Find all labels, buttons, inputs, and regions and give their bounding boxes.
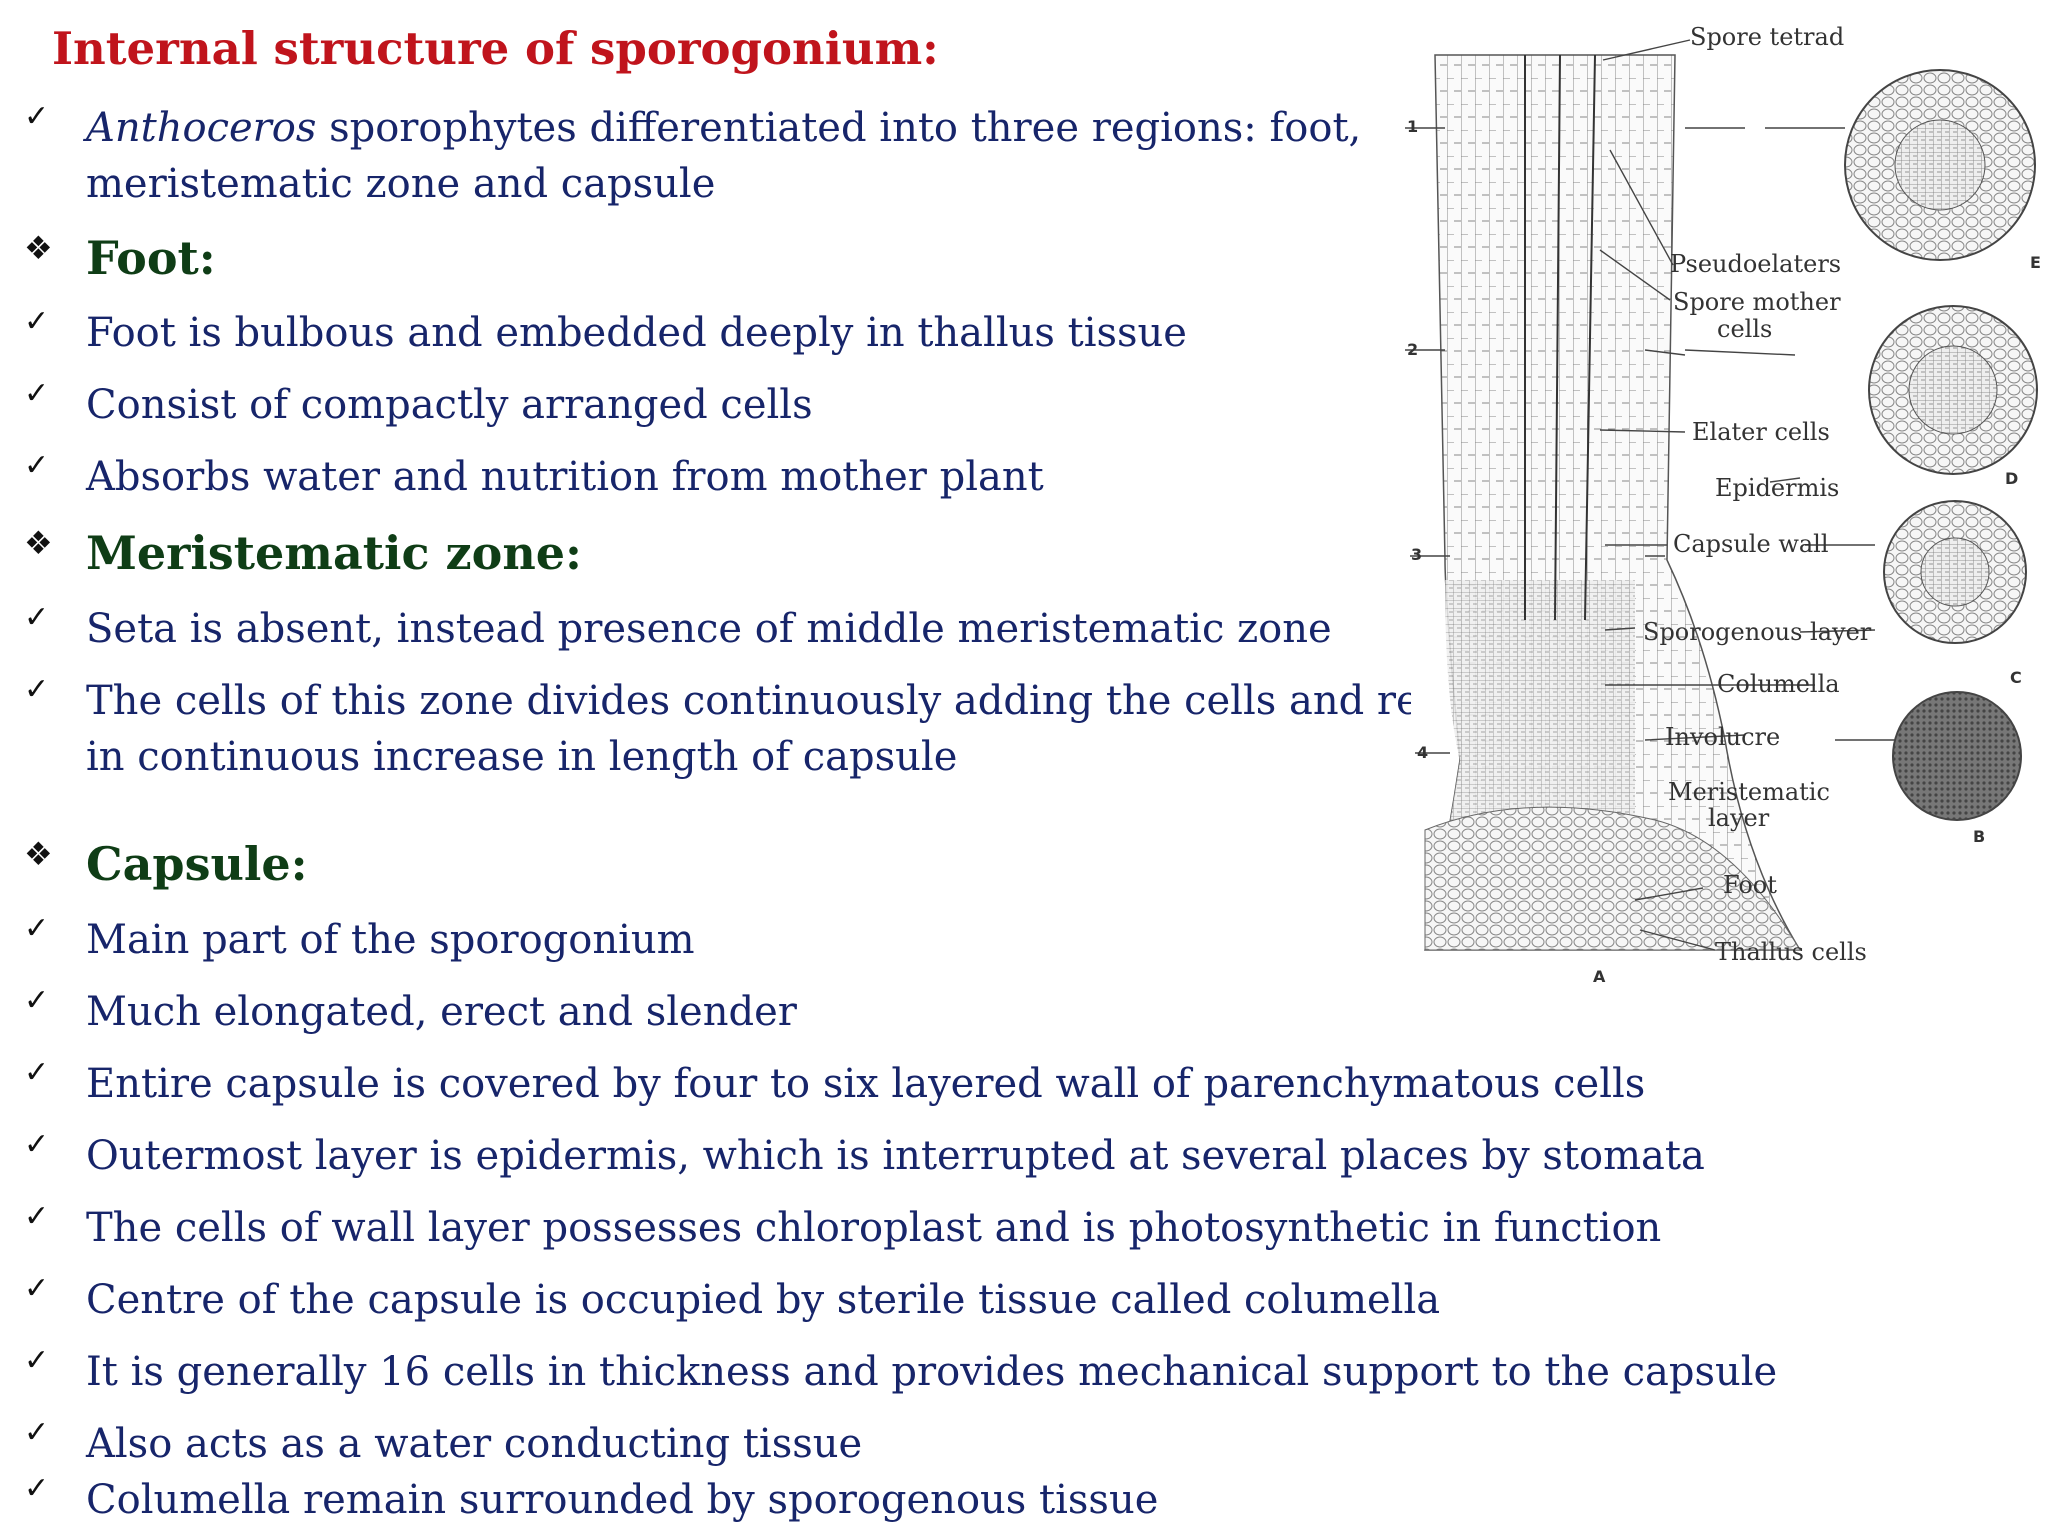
label-pseudoelaters: Pseudoelaters [1670, 250, 1841, 278]
check-icon: ✓ [24, 600, 50, 635]
list-item: ✓ Much elongated, erect and slender [24, 984, 797, 1040]
label-epidermis: Epidermis [1715, 474, 1839, 502]
list-item: ✓ The cells of this zone divides continu… [24, 673, 1411, 785]
check-icon: ✓ [24, 911, 50, 946]
level-number-2: 2 [1407, 340, 1418, 359]
list-item: ✓ Outermost layer is epidermis, which is… [24, 1128, 1705, 1184]
page-title: Internal structure of sporogonium: [52, 22, 939, 75]
label-columella: Columella [1717, 670, 1840, 698]
diamond-bullet-icon: ❖ [24, 524, 53, 562]
check-icon: ✓ [24, 672, 50, 707]
panel-letter-c: C [2010, 668, 2022, 687]
list-item: ✓ Main part of the sporogonium [24, 912, 695, 968]
heading-foot: Foot: [86, 231, 216, 285]
check-icon: ✓ [24, 1055, 50, 1090]
list-item-text: The cells of wall layer possesses chloro… [86, 1205, 1662, 1251]
list-item-clip: The cells of this zone divides continuou… [86, 673, 1411, 785]
panel-letter-a: A [1593, 967, 1606, 986]
section-heading-capsule: ❖ Capsule: [24, 836, 308, 892]
list-item-text: Much elongated, erect and slender [86, 989, 797, 1035]
intro-line-1: sporophytes differentiated into three re… [316, 105, 1362, 151]
list-item-text: Foot is bulbous and embedded deeply in t… [86, 310, 1187, 356]
check-icon: ✓ [24, 1199, 50, 1234]
list-item-text: The cells of this zone divides continuou… [86, 673, 1411, 785]
sporogonium-diagram: Spore tetrad Pseudoelaters Spore mother … [1405, 23, 2041, 986]
check-icon: ✓ [24, 448, 50, 483]
list-item-text: Entire capsule is covered by four to six… [86, 1061, 1646, 1107]
list-item-line-1: The cells of this zone divides continuou… [86, 678, 1411, 724]
intro-line-2: meristematic zone and capsule [86, 161, 716, 207]
list-item: ✓ The cells of wall layer possesses chlo… [24, 1200, 1661, 1256]
cross-section-e [1844, 69, 2036, 261]
cross-section-b [1892, 691, 2022, 821]
list-item: ✓ Entire capsule is covered by four to s… [24, 1056, 1645, 1112]
list-item-line-2: in continuous increase in length of caps… [86, 734, 958, 780]
intro-item: ✓ Anthoceros sporophytes differentiated … [24, 100, 1361, 212]
check-icon: ✓ [24, 1127, 50, 1162]
list-item: ✓ Centre of the capsule is occupied by s… [24, 1272, 1440, 1328]
diamond-bullet-icon: ❖ [24, 229, 53, 267]
check-icon: ✓ [24, 983, 50, 1018]
level-number-3: 3 [1411, 545, 1422, 564]
label-foot: Foot [1723, 871, 1777, 899]
leader-lines [1405, 39, 1895, 951]
panel-letter-b: B [1973, 827, 1985, 846]
check-icon: ✓ [24, 376, 50, 411]
list-item-text: Main part of the sporogonium [86, 917, 695, 963]
list-item-text: It is generally 16 cells in thickness an… [86, 1349, 1778, 1395]
list-item: ✓ Seta is absent, instead presence of mi… [24, 601, 1332, 657]
cross-section-d [1868, 305, 2038, 475]
list-item: ✓ Absorbs water and nutrition from mothe… [24, 449, 1044, 505]
label-involucre: Involucre [1665, 723, 1780, 751]
list-item-text: Also acts as a water conducting tissue [86, 1421, 863, 1467]
intro-text: Anthoceros sporophytes differentiated in… [86, 100, 1361, 212]
list-item-text: Seta is absent, instead presence of midd… [86, 606, 1332, 652]
genus-name: Anthoceros [86, 105, 317, 151]
label-sporogenous-layer: Sporogenous layer [1643, 618, 1872, 646]
level-number-1: 1 [1407, 117, 1418, 136]
section-heading-meristematic: ❖ Meristematic zone: [24, 525, 582, 581]
list-item-text: Absorbs water and nutrition from mother … [86, 454, 1044, 500]
list-item: ✓ Columella remain surrounded by sporoge… [24, 1472, 1158, 1528]
label-meristematic-2: layer [1708, 804, 1770, 832]
sporogonium-figure: Spore tetrad Pseudoelaters Spore mother … [1405, 0, 2048, 1010]
check-icon: ✓ [24, 99, 50, 134]
check-icon: ✓ [24, 1271, 50, 1306]
label-spore-mother-1: Spore mother [1673, 288, 1841, 316]
list-item-text: Centre of the capsule is occupied by ste… [86, 1277, 1441, 1323]
list-item-text: Outermost layer is epidermis, which is i… [86, 1133, 1705, 1179]
check-icon: ✓ [24, 1343, 50, 1378]
panel-letter-d: D [2005, 469, 2018, 488]
panel-letter-e: E [2030, 253, 2041, 272]
level-number-4: 4 [1417, 743, 1428, 762]
diamond-bullet-icon: ❖ [24, 835, 53, 873]
label-thallus-cells: Thallus cells [1715, 938, 1867, 966]
label-elater-cells: Elater cells [1692, 418, 1830, 446]
label-spore-mother-2: cells [1717, 315, 1772, 343]
label-meristematic-1: Meristematic [1668, 778, 1830, 806]
check-icon: ✓ [24, 304, 50, 339]
cross-section-c [1883, 500, 2027, 644]
list-item: ✓ Consist of compactly arranged cells [24, 377, 813, 433]
label-spore-tetrad: Spore tetrad [1690, 23, 1844, 51]
list-item: ✓ Also acts as a water conducting tissue [24, 1416, 862, 1472]
list-item-text: Consist of compactly arranged cells [86, 382, 813, 428]
heading-meristematic: Meristematic zone: [86, 526, 583, 580]
longitudinal-section [1424, 54, 1802, 951]
check-icon: ✓ [24, 1415, 50, 1450]
check-icon: ✓ [24, 1471, 50, 1506]
list-item: ✓ Foot is bulbous and embedded deeply in… [24, 305, 1187, 361]
list-item: ✓ It is generally 16 cells in thickness … [24, 1344, 1777, 1400]
list-item-text: Columella remain surrounded by sporogeno… [86, 1477, 1159, 1523]
heading-capsule: Capsule: [86, 837, 308, 891]
section-heading-foot: ❖ Foot: [24, 230, 216, 286]
label-capsule-wall: Capsule wall [1673, 530, 1829, 558]
